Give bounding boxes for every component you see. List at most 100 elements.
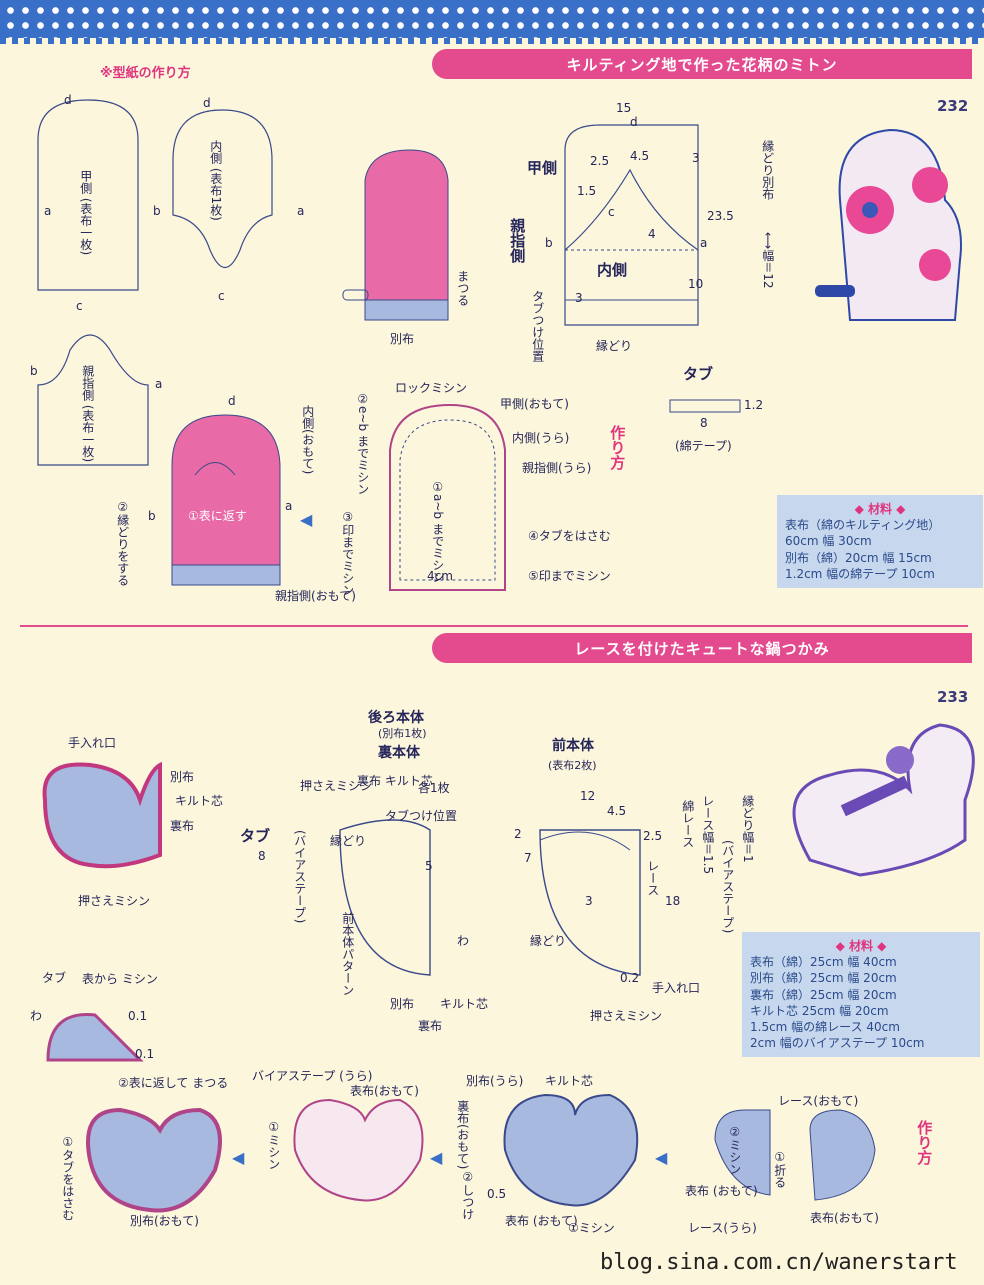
materials-box-2: ◆ 材料 ◆ 表布（綿）25cm 幅 40cm 別布（綿）25cm 幅 20cm… <box>742 932 980 1058</box>
dim-1-5: 1.5 <box>577 184 597 198</box>
pattern-note: ※型紙の作り方 <box>100 66 191 81</box>
label-d1: d <box>64 93 72 107</box>
materials-box-1: ◆ 材料 ◆ 表布（綿のキルティング地） 60cm 幅 30cm 別布（綿）20… <box>777 495 983 588</box>
dim-10: 10 <box>688 277 704 291</box>
dim-23-5: 23.5 <box>707 209 734 223</box>
step-outer-front: 表布(おもて) <box>350 1084 419 1098</box>
label-binding3: 縁どり <box>530 934 567 948</box>
step-baste: ②しつけ <box>460 1170 475 1220</box>
step-stitch3: ②ミシン <box>727 1125 742 1175</box>
label-lock-stitch: ロックミシン <box>395 381 468 395</box>
label-topstitch2: 押さえミシン <box>300 779 373 793</box>
label-lining: 裏布 <box>170 819 195 833</box>
label-wa: わ <box>457 934 470 948</box>
material-line: 表布（綿のキルティング地） <box>785 518 941 533</box>
step-bias-back: バイアステープ (うら) <box>252 1069 373 1083</box>
border-scallop <box>0 38 984 44</box>
svg-text:◀: ◀ <box>655 1148 668 1167</box>
svg-text:◀: ◀ <box>300 510 313 529</box>
dim-4: 4 <box>648 227 656 241</box>
tab-title: タブ <box>683 365 714 383</box>
material-line: 2cm 幅のバイアステープ 10cm <box>750 1036 925 1051</box>
lining-body-title: 裏本体 <box>378 745 420 761</box>
step-lace-front: レース(おもて) <box>778 1094 859 1108</box>
material-line: 1.5cm 幅の綿レース 40cm <box>750 1019 900 1034</box>
materials-title-2: ◆ 材料 ◆ <box>835 939 887 953</box>
material-line: 表布（綿）25cm 幅 40cm <box>750 955 897 970</box>
section2-title: レースを付けたキュートな鍋つかみ <box>432 633 972 663</box>
step-turn-blind: ②表に返して まつる <box>118 1076 229 1090</box>
pattern-thumb-label: 親指側 (表布一枚) <box>80 365 95 463</box>
step-outer-front2: 表布 (おもて) <box>505 1214 578 1228</box>
front-body-title: 前本体 <box>552 738 594 754</box>
section1-page-number: 232 <box>937 97 969 115</box>
label-a1: a <box>44 204 52 218</box>
back-body-sub: (別布1枚) <box>378 727 427 740</box>
dim-3c: 3 <box>585 894 593 908</box>
dim-b: b <box>545 236 553 250</box>
label-c1: c <box>218 289 225 303</box>
tab-tape-label: (綿テープ) <box>675 439 732 453</box>
label-b3: b <box>148 509 156 523</box>
label-a3: a <box>155 377 163 391</box>
dim-4-5: 4.5 <box>630 149 650 163</box>
label-cotton-lace: 綿レース <box>680 800 695 848</box>
svg-text:◀: ◀ <box>232 1148 245 1167</box>
blog-credit: blog.sina.com.cn/wanerstart <box>600 1250 958 1275</box>
label-b2: b <box>30 364 38 378</box>
dim-7: 7 <box>524 851 532 865</box>
label-topstitch3: 押さえミシン <box>590 1009 663 1023</box>
label-c2: c <box>76 299 83 313</box>
svg-text:◀: ◀ <box>430 1148 443 1167</box>
label-back-front: 甲側(おもて) <box>500 397 569 411</box>
label-4cm: 4cm <box>427 569 453 583</box>
step-a-b: ①a~b までミシン <box>430 480 445 583</box>
label-b1: b <box>153 204 161 218</box>
label-bekkefu2: 別布 <box>170 770 195 784</box>
label-inner-back: 内側(うら) <box>512 431 570 445</box>
pattern-inner-label: 内側 (表布1枚) <box>208 140 223 221</box>
label-width: ⟷幅＝12 <box>760 232 775 289</box>
section-divider <box>20 625 968 627</box>
tab-height: 1.2 <box>744 398 764 412</box>
label-bias: (バイアステープ) <box>292 830 307 924</box>
dim-3a: 3 <box>692 151 700 165</box>
step-dim-01a: 0.1 <box>128 1009 148 1023</box>
dim-2-5: 2.5 <box>590 154 610 168</box>
step-to-mark: ③印までミシン <box>340 510 355 596</box>
label-oyayubi: 親指側 <box>508 218 527 263</box>
material-line: 1.2cm 幅の綿テープ 10cm <box>785 566 935 581</box>
label-tab-position: タブつけ位置 <box>530 290 545 362</box>
label-lace: レース <box>645 860 660 896</box>
step-insert-tab: ①タブをはさむ <box>60 1135 75 1221</box>
label-batting2: キルト芯 <box>440 997 489 1011</box>
label-matsuru: まつる <box>455 270 470 306</box>
label-kou: 甲側 <box>527 159 558 177</box>
step-bekkefu-back: 別布(うら) <box>466 1074 524 1088</box>
step-dim-05: 0.5 <box>487 1187 507 1201</box>
label-thumb-back: 親指側(うら) <box>522 461 592 475</box>
dim-18: 18 <box>665 894 681 908</box>
step-e-b: ②e~b までミシン <box>355 392 370 495</box>
how-to-title-1: 作り方 <box>608 425 627 470</box>
pattern-back-label: 甲側 (表布一枚) <box>78 170 93 256</box>
step-tab-label: タブ <box>42 971 67 985</box>
front-body-sub: (表布2枚) <box>548 759 597 772</box>
materials-title-1: ◆ 材料 ◆ <box>854 502 906 516</box>
step-fold: ①折る <box>772 1150 787 1188</box>
label-bias2: (バイアステープ) <box>720 840 735 934</box>
tab-width: 8 <box>700 416 708 430</box>
back-body-title: 後ろ本体 <box>368 710 424 726</box>
label-tab-pos: タブつけ位置 <box>385 809 458 823</box>
label-front-pattern: 前本体パターン <box>340 912 355 996</box>
material-line: 裏布（綿）25cm 幅 20cm <box>750 987 897 1002</box>
material-line: キルト芯 25cm 幅 20cm <box>750 1003 889 1018</box>
label-d2: d <box>203 96 211 110</box>
dim-d: d <box>630 115 638 129</box>
step-outer-front3: 表布 (おもて) <box>685 1184 758 1198</box>
label-binding2: 縁どり <box>330 834 367 848</box>
material-line: 60cm 幅 30cm <box>785 534 872 549</box>
label-fuchidori: 縁どり <box>596 339 633 353</box>
label-lace-width: レース幅＝1.5 <box>700 795 715 875</box>
material-line: 別布（綿）25cm 幅 20cm <box>750 971 897 986</box>
